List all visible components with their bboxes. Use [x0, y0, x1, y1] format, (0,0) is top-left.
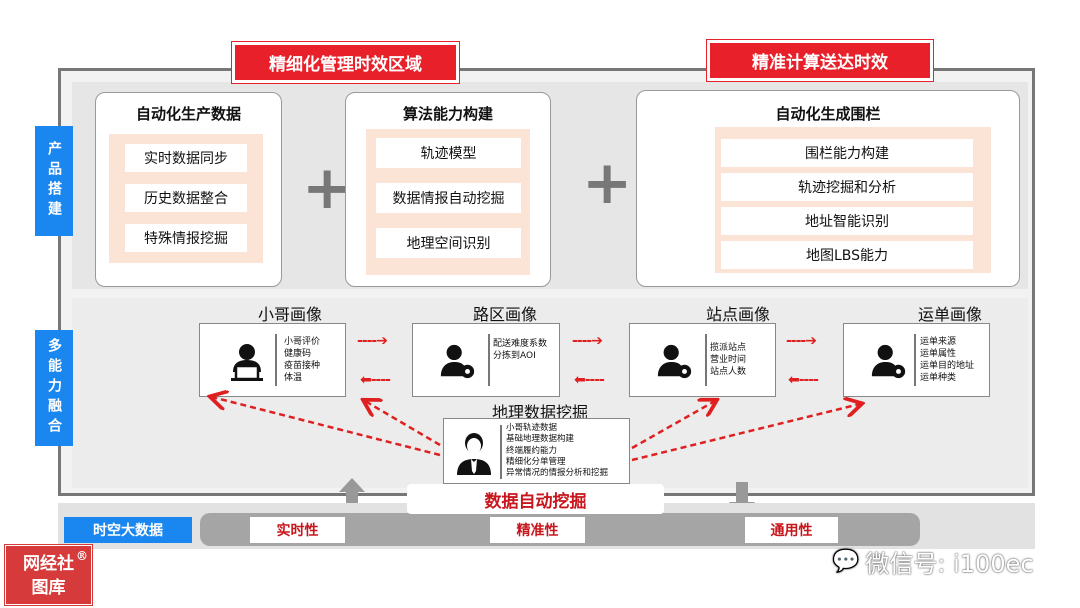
- header-precise-delivery: 精准计算送达时效: [707, 40, 933, 81]
- label-generality: 通用性: [745, 517, 838, 543]
- item: 特殊情报挖掘: [125, 224, 247, 252]
- item: 历史数据整合: [125, 184, 247, 212]
- line: 健康码: [284, 349, 312, 359]
- auto-mining-label: 数据自动挖掘: [407, 484, 664, 514]
- box-title: 算法能力构建: [402, 105, 493, 123]
- box-algorithm-capability: 算法能力构建 轨迹模型 数据情报自动挖掘 地理空间识别: [345, 92, 551, 287]
- line: 分拣到AOI: [493, 351, 536, 361]
- line: 配送难度系数: [493, 339, 548, 349]
- geo-title: 地理数据挖掘: [491, 403, 588, 422]
- portrait-lines: 运单来源 运单属性 运单目的地址 运单种类: [920, 336, 974, 384]
- spatiotemporal-bigdata-label: 时空大数据: [64, 517, 192, 543]
- line: 精细化分单管理: [506, 456, 566, 467]
- box-auto-production-data: 自动化生产数据 实时数据同步 历史数据整合 特殊情报挖掘: [95, 92, 282, 287]
- portrait-lines: 揽派站点 营业时间 站点人数: [710, 342, 746, 378]
- label-accuracy: 精准性: [490, 517, 585, 543]
- line: 运单来源: [920, 337, 957, 347]
- line: 站点人数: [710, 367, 747, 377]
- item: 地理空间识别: [376, 228, 521, 258]
- label-realtime: 实时性: [250, 517, 345, 543]
- item: 数据情报自动挖掘: [376, 183, 521, 213]
- dashed-arrow: [631, 404, 860, 462]
- arrow-left: ⬅----: [574, 372, 605, 388]
- line: 小哥轨迹数据: [506, 423, 558, 433]
- item-group: 轨迹模型 数据情报自动挖掘 地理空间识别: [366, 129, 530, 275]
- item: 地址智能识别: [721, 207, 973, 235]
- up-arrow-icon: [339, 478, 365, 512]
- portrait-card-station: 揽派站点 营业时间 站点人数: [629, 323, 776, 397]
- portrait-card-route: 配送难度系数 分拣到AOI: [412, 323, 560, 397]
- divider: [275, 334, 277, 386]
- divider: [914, 334, 916, 386]
- line: 运单目的地址: [920, 361, 975, 371]
- geo-lines: 小哥轨迹数据 基础地理数据构建 终端履约能力 精细化分单管理 异常情况的情报分析…: [506, 423, 608, 479]
- arrow-left: ⬅----: [360, 372, 391, 388]
- line: 异常情况的情报分析和挖掘: [506, 468, 609, 479]
- box-auto-fence: 自动化生成围栏 围栏能力构建 轨迹挖掘和分析 地址智能识别 地图LBS能力: [636, 90, 1020, 287]
- item: 实时数据同步: [125, 144, 247, 172]
- item: 轨迹挖掘和分析: [721, 173, 973, 201]
- box-title: 自动化生成围栏: [775, 105, 881, 123]
- portrait-card-waybill: 运单来源 运单属性 运单目的地址 运单种类: [843, 323, 990, 397]
- divider: [488, 334, 490, 386]
- watermark: 💬 微信号: i100ec: [832, 544, 1034, 579]
- item-group: 实时数据同步 历史数据整合 特殊情报挖掘: [109, 134, 263, 263]
- line: 揽派站点: [710, 343, 747, 353]
- plus-icon: +: [302, 153, 353, 223]
- line: 运单属性: [920, 349, 957, 359]
- divider: [705, 334, 707, 386]
- portrait-lines: 配送难度系数 分拣到AOI: [493, 338, 547, 362]
- box-title: 自动化生产数据: [135, 105, 241, 123]
- portrait-card-courier: 小哥评价 健康码 疫苗接种 体温: [199, 323, 346, 397]
- item: 地图LBS能力: [721, 241, 973, 269]
- watermark-text: 微信号: i100ec: [865, 550, 1034, 578]
- person-tie-icon: [457, 433, 491, 475]
- dashed-arrow: [212, 397, 441, 457]
- line: 疫苗接种: [284, 361, 321, 371]
- line: 体温: [284, 373, 303, 383]
- header-fine-management: 精细化管理时效区域: [232, 42, 459, 83]
- divider: [500, 425, 502, 479]
- plus-icon: +: [582, 148, 633, 218]
- line: 小哥评价: [284, 337, 321, 347]
- logo: 网经社图库 ®: [5, 545, 92, 605]
- portrait-title-route: 路区画像: [472, 305, 537, 324]
- portrait-title-waybill: 运单画像: [917, 305, 982, 324]
- arrow-right: ----➔: [786, 333, 817, 349]
- wechat-icon: 💬: [832, 549, 860, 574]
- line: 运单种类: [920, 373, 957, 383]
- portrait-lines: 小哥评价 健康码 疫苗接种 体温: [284, 336, 320, 384]
- portrait-title-courier: 小哥画像: [257, 305, 322, 324]
- arrow-right: ----➔: [357, 333, 388, 349]
- item: 围栏能力构建: [721, 139, 973, 167]
- dashed-arrow: [365, 401, 441, 447]
- dashed-arrow: [631, 401, 715, 450]
- side-label-product: 产品搭建: [35, 126, 73, 236]
- item-group: 围栏能力构建 轨迹挖掘和分析 地址智能识别 地图LBS能力: [715, 127, 991, 273]
- item: 轨迹模型: [376, 138, 521, 168]
- line: 基础地理数据构建: [506, 434, 575, 445]
- registered-mark: ®: [76, 549, 88, 563]
- arrow-left: ⬅----: [788, 372, 819, 388]
- geo-card: 小哥轨迹数据 基础地理数据构建 终端履约能力 精细化分单管理 异常情况的情报分析…: [443, 418, 630, 484]
- line: 营业时间: [710, 355, 747, 365]
- portrait-title-station: 站点画像: [705, 305, 770, 324]
- courier-laptop-icon: [231, 344, 263, 381]
- arrow-right: ----➔: [572, 333, 603, 349]
- side-label-fusion: 多能力融合: [35, 330, 73, 446]
- line: 终端履约能力: [506, 445, 558, 456]
- logo-text: 网经社图库: [23, 554, 74, 598]
